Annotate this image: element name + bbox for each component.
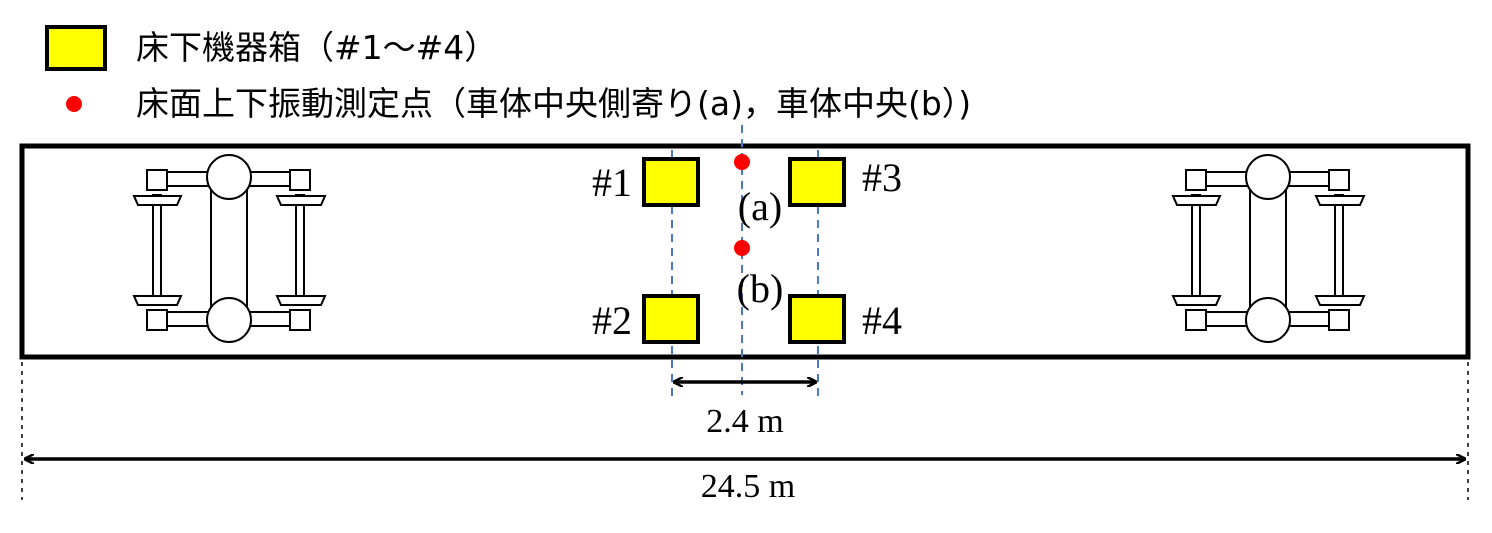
point-label-b: (b) [737, 266, 784, 311]
measurement-point-b [734, 240, 750, 256]
legend-box-swatch [45, 25, 107, 71]
equipment-box-1 [642, 157, 700, 207]
point-label-a: (a) [738, 184, 782, 229]
measurement-point-a [734, 154, 750, 170]
car-body-outline [19, 143, 1471, 360]
box-label-2: #2 [592, 298, 632, 343]
box-label-1: #1 [592, 160, 632, 205]
equipment-box-4 [788, 294, 846, 344]
dimension-label-box-spacing: 2.4 m [706, 403, 783, 440]
box-label-4: #4 [862, 298, 902, 343]
legend-point-label: 床面上下振動測定点（車体中央側寄り(a)，車体中央(b）) [136, 84, 971, 123]
bogie-left [132, 154, 327, 343]
box-label-3: #3 [862, 155, 902, 200]
equipment-box-2 [642, 294, 700, 344]
legend-point-swatch [66, 96, 82, 112]
equipment-box-3 [788, 157, 846, 207]
dimension-label-car-length: 24.5 m [701, 468, 795, 505]
legend-box-label: 床下機器箱（#1〜#4） [136, 28, 497, 67]
bogie-right [1171, 154, 1366, 343]
